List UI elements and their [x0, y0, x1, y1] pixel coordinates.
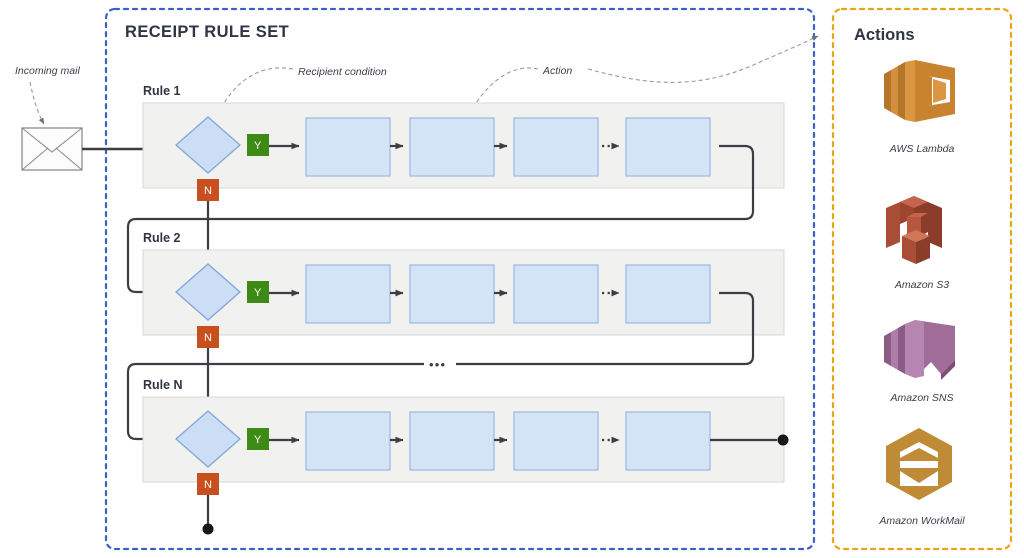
callout-recipient-condition-label: Recipient condition [298, 66, 387, 78]
no-badge-label-1: N [204, 185, 212, 197]
receipt-rule-set-container [104, 7, 816, 551]
action-box-1-2 [409, 117, 495, 177]
action-box-2-2 [409, 264, 495, 324]
page-title: RECEIPT RULE SET [125, 23, 289, 41]
action-box-2-4 [625, 264, 711, 324]
rule-label-1: Rule 1 [143, 84, 181, 98]
action-box-n-4 [625, 411, 711, 471]
action-box-1-3 [513, 117, 599, 177]
yes-badge-2: Y [247, 281, 269, 303]
recipient-condition-diamond-n[interactable] [175, 410, 241, 468]
amazon-s3-icon [886, 196, 942, 264]
action-box-n-1 [305, 411, 391, 471]
rule-label-2: Rule 2 [143, 231, 181, 245]
recipient-condition-diamond-1[interactable] [175, 116, 241, 174]
callout-action-label: Action [542, 65, 572, 77]
flow-end-terminator-no [202, 523, 214, 535]
incoming-mail-callout-line [29, 81, 45, 125]
action-box-n-3 [513, 411, 599, 471]
action-box-1-4 [625, 117, 711, 177]
no-badge-1: N [197, 179, 219, 201]
yes-badge-1: Y [247, 134, 269, 156]
envelope-icon [21, 127, 83, 171]
rule-label-n: Rule N [143, 378, 183, 392]
actions-item-label-1: Amazon S3 [894, 279, 949, 291]
no-badge-n: N [197, 473, 219, 495]
actions-item-label-2: Amazon SNS [889, 392, 953, 404]
actions-panel-title: Actions [854, 26, 915, 44]
yes-badge-label-1: Y [254, 140, 262, 152]
action-box-2-1 [305, 264, 391, 324]
no-badge-label-n: N [204, 479, 212, 491]
incoming-mail-label: Incoming mail [15, 65, 80, 77]
yes-badge-label-n: Y [254, 434, 262, 446]
rule-gap-ellipsis-mask [424, 356, 456, 372]
action-box-1-1 [305, 117, 391, 177]
recipient-condition-diamond-2[interactable] [175, 263, 241, 321]
yes-badge-label-2: Y [254, 287, 262, 299]
actions-panel-container [831, 7, 1013, 551]
flow-end-terminator-yes [777, 434, 789, 446]
actions-item-label-3: Amazon WorkMail [878, 515, 965, 527]
amazon-workmail-icon [886, 428, 952, 500]
action-box-n-2 [409, 411, 495, 471]
yes-badge-n: Y [247, 428, 269, 450]
aws-lambda-icon [884, 60, 955, 122]
rule-1-loopback-line [126, 144, 755, 296]
no-badge-2: N [197, 326, 219, 348]
callout-action-line-right [587, 35, 819, 83]
actions-item-label-0: AWS Lambda [889, 143, 955, 155]
amazon-sns-icon [884, 320, 955, 380]
rule-gap-ellipsis: ••• [429, 357, 446, 372]
action-box-2-3 [513, 264, 599, 324]
no-badge-label-2: N [204, 332, 212, 344]
